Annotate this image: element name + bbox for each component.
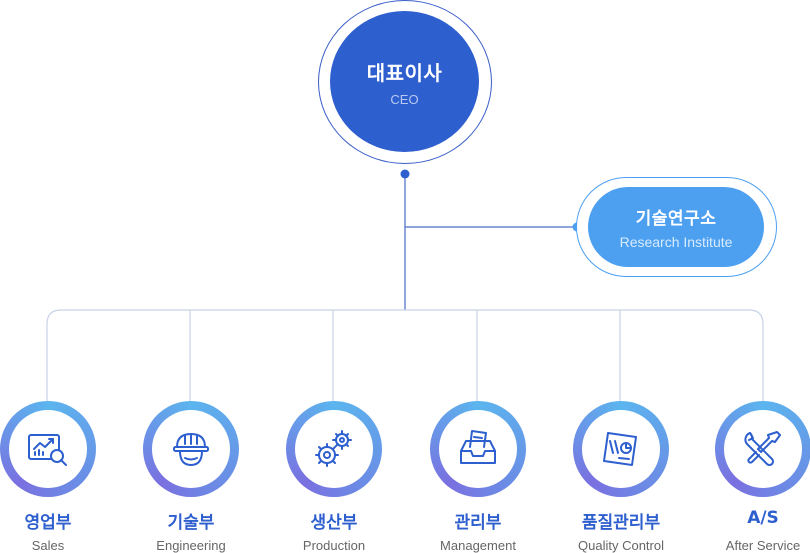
research-institute-node: 기술연구소 Research Institute xyxy=(576,177,777,277)
research-institute-pill: 기술연구소 Research Institute xyxy=(588,187,764,267)
ceo-connector-dot xyxy=(400,169,410,179)
dept-production: 생산부 Production xyxy=(286,401,382,553)
checklist-document-icon xyxy=(603,432,637,466)
sales-chart-magnifier-icon xyxy=(28,434,67,466)
dept-production-name: 생산부 xyxy=(310,513,358,533)
dept-after-service-subtitle: After Service xyxy=(725,538,801,553)
dept-quality-control-subtitle: Quality Control xyxy=(578,538,664,553)
dept-management: 관리부 Management xyxy=(430,401,526,553)
dept-after-service-ring xyxy=(715,401,810,497)
dept-engineering-name: 기술부 xyxy=(167,513,215,533)
ceo-title: 대표이사 xyxy=(366,60,443,85)
dept-sales-subtitle: Sales xyxy=(31,538,65,553)
dept-sales-name: 영업부 xyxy=(24,513,72,533)
dept-production-subtitle: Production xyxy=(302,538,366,553)
dept-engineering-subtitle: Engineering xyxy=(156,538,226,553)
inbox-tray-document-icon xyxy=(460,430,496,464)
dept-engineering: 기술부 Engineering xyxy=(143,401,239,553)
ceo-node: 대표이사 CEO xyxy=(318,0,492,164)
ceo-circle: 대표이사 CEO xyxy=(330,11,479,152)
ceo-subtitle: CEO xyxy=(390,91,419,107)
dept-production-ring xyxy=(286,401,382,497)
dept-quality-control-ring xyxy=(573,401,669,497)
research-institute-title: 기술연구소 xyxy=(635,209,717,229)
research-institute-subtitle: Research Institute xyxy=(619,234,733,250)
dept-after-service: A/S After Service xyxy=(715,401,810,553)
hard-hat-worker-icon xyxy=(173,433,209,466)
dept-after-service-name: A/S xyxy=(747,508,779,528)
dept-sales-ring xyxy=(0,401,96,497)
dept-management-ring xyxy=(430,401,526,497)
dept-quality-control: 품질관리부 Quality Control xyxy=(573,401,669,553)
dept-management-subtitle: Management xyxy=(440,538,516,553)
dept-quality-control-name: 품질관리부 xyxy=(581,513,661,533)
wrench-screwdriver-icon xyxy=(744,431,781,467)
dept-management-name: 관리부 xyxy=(454,513,502,533)
dept-engineering-ring xyxy=(143,401,239,497)
gears-icon xyxy=(315,430,352,467)
dept-sales: 영업부 Sales xyxy=(0,401,96,553)
